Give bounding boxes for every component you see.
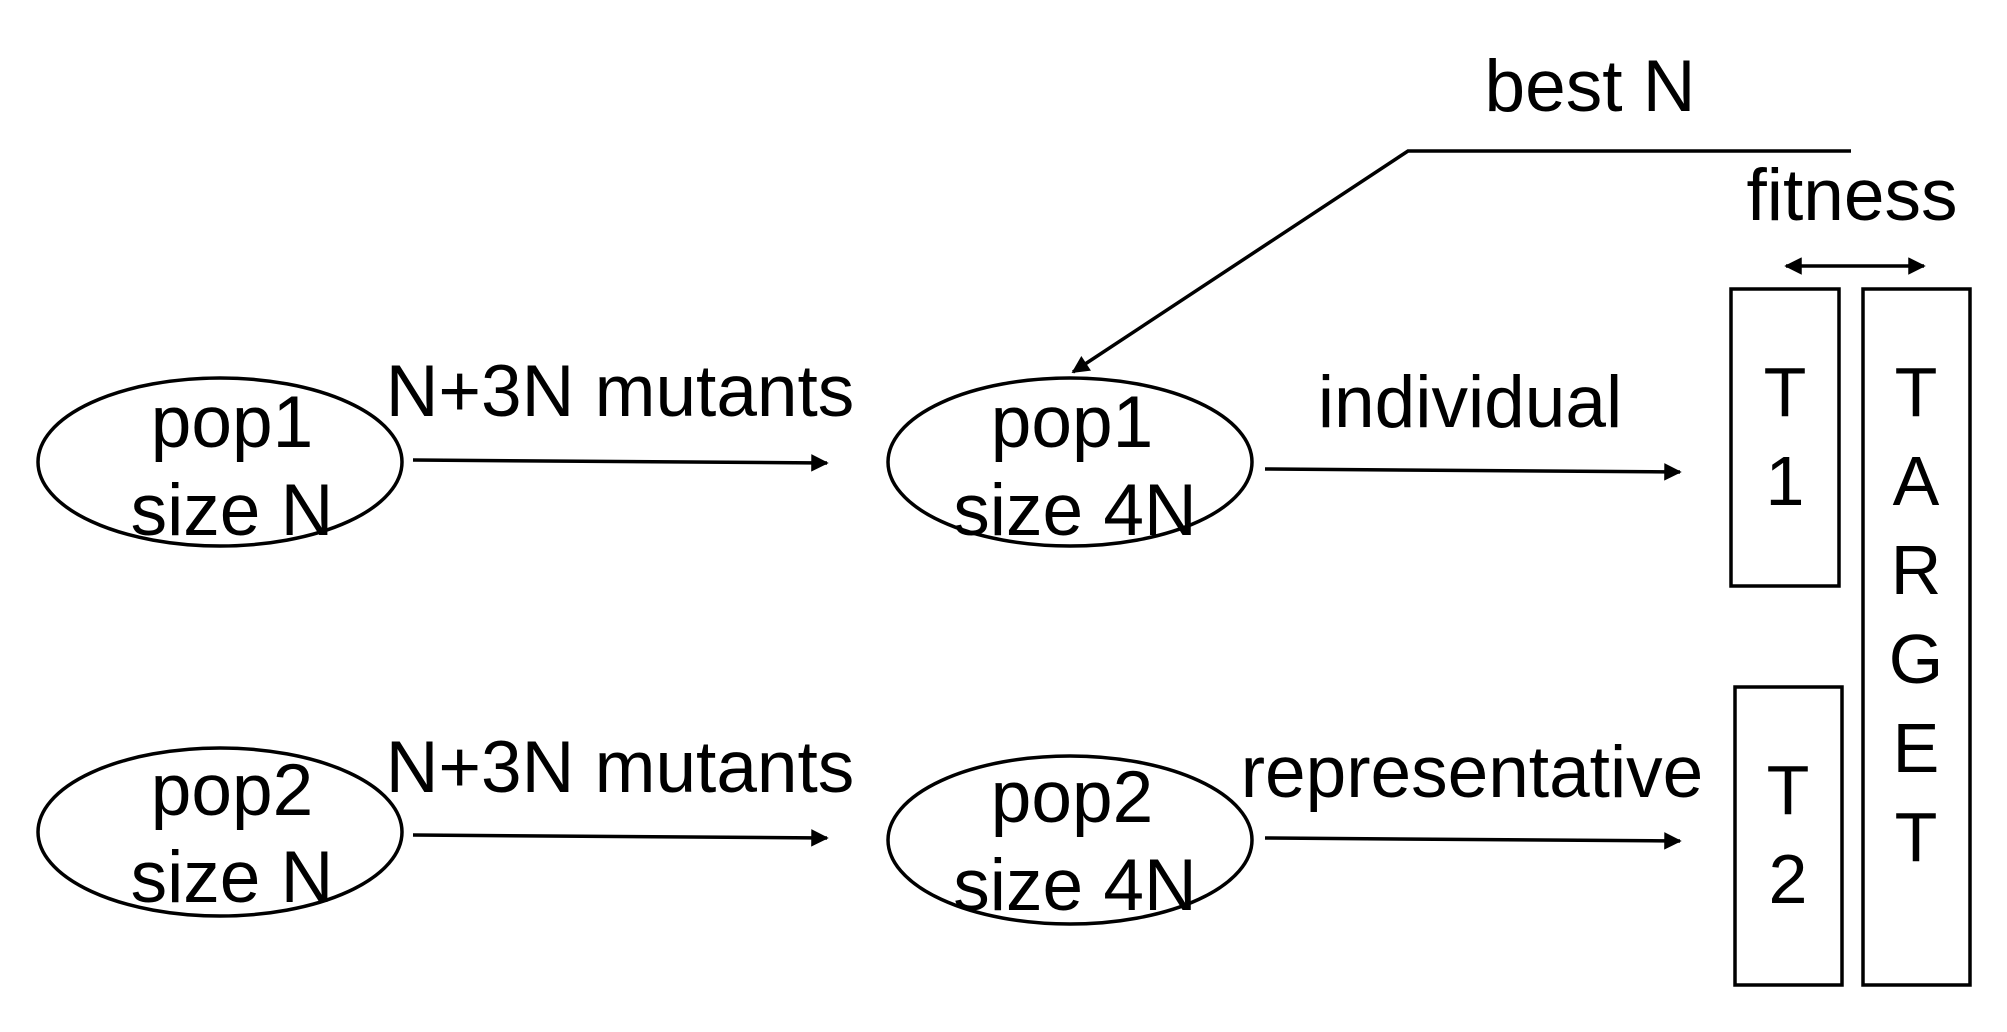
node-pop2-size-4n-line1: pop2 [991,757,1153,838]
edge-label-mutants-bottom: N+3N mutants [386,727,855,808]
node-pop1-size-n-line1: pop1 [151,382,313,463]
node-pop2-size-n-line1: pop2 [151,750,313,831]
node-pop2-size-n: pop2 size N [36,746,404,918]
node-pop1-size-4n-line2: size 4N [953,470,1196,551]
node-pop2-size-n-line2: size N [131,837,334,918]
node-pop1-size-4n-ellipse [886,376,1254,548]
edge-label-individual: individual [1318,362,1622,443]
node-pop1-size-4n: pop1 size 4N [886,376,1254,551]
edge-arrow-individual [1264,463,1682,481]
edge-label-fitness: fitness [1747,155,1958,236]
node-pop2-size-n-ellipse [36,746,404,918]
node-pop1-size-4n-line1: pop1 [991,382,1153,463]
node-pop2-size-4n-ellipse [886,754,1254,926]
box-t2: T 2 [1733,685,1844,987]
box-t2-line2: 2 [1769,840,1808,918]
edge-arrow-best-n [1071,149,1851,374]
box-t2-rect [1733,685,1844,987]
box-t2-line1: T [1767,751,1810,829]
box-target-letter-2: A [1893,442,1940,520]
box-t1: T 1 [1729,287,1841,588]
node-pop2-size-4n: pop2 size 4N [886,754,1254,926]
node-pop2-size-4n-line2: size 4N [953,845,1196,926]
edge-arrow-mutants-top [412,454,829,472]
box-target-letter-3: R [1891,531,1942,609]
box-target-letter-5: E [1893,709,1940,787]
edge-arrow-mutants-bottom [412,829,829,847]
box-t1-line1: T [1764,353,1807,431]
box-t1-line2: 1 [1766,442,1805,520]
box-t1-rect [1729,287,1841,588]
box-target-rect [1861,287,1972,987]
node-pop1-size-n-ellipse [36,376,404,548]
box-target-letter-6: T [1895,798,1938,876]
box-target: T A R G E T [1861,287,1972,987]
box-target-letter-4: G [1889,620,1943,698]
box-target-letter-1: T [1895,353,1938,431]
edge-label-mutants-top: N+3N mutants [386,351,855,432]
node-pop1-size-n-line2: size N [131,470,334,551]
edge-label-representative: representative [1241,732,1704,813]
node-pop1-size-n: pop1 size N [36,376,404,551]
edge-label-best-n: best N [1485,46,1696,127]
edge-arrow-representative [1264,832,1682,850]
